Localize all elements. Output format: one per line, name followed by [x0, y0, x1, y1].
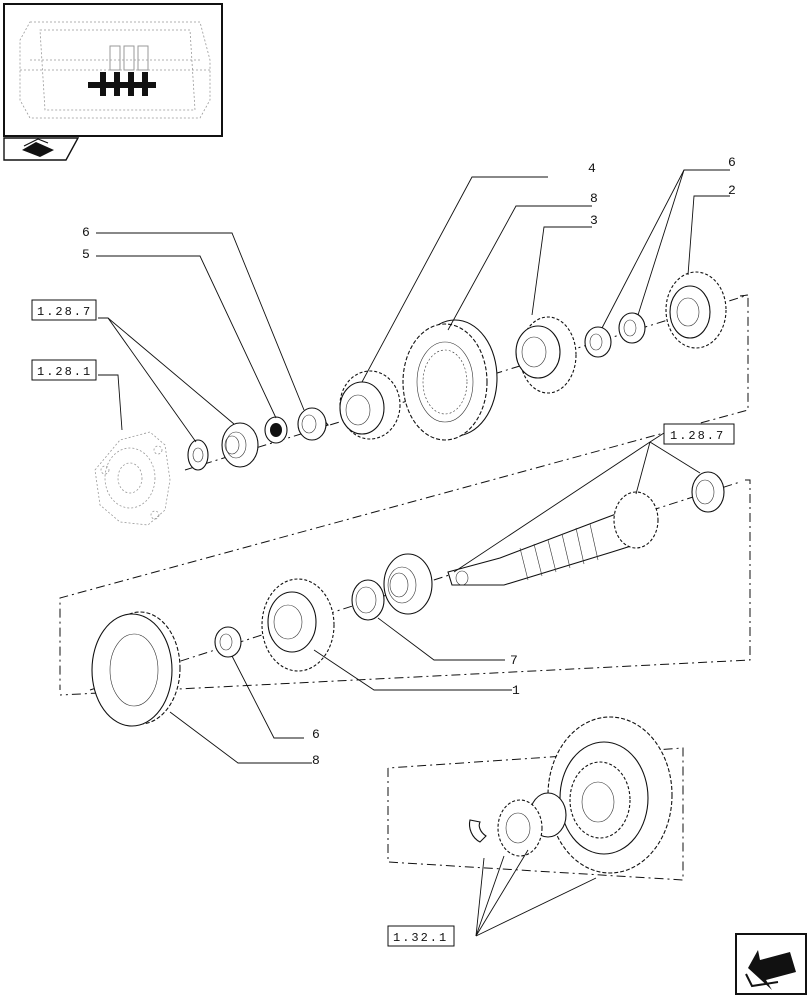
part-1-gear — [261, 578, 335, 672]
callout-1: 1 — [512, 683, 520, 698]
nut — [187, 439, 209, 471]
reference-box-1-28-7-lower[interactable]: 1.28.7 — [663, 423, 735, 445]
lower-shaft-axis — [59, 479, 751, 696]
callout-3: 3 — [590, 213, 598, 228]
reference-box-1-32-1[interactable]: 1.32.1 — [387, 925, 455, 947]
countershaft-gear-cluster — [468, 716, 673, 874]
svg-text:1.28.7: 1.28.7 — [670, 429, 725, 443]
bearing-left — [221, 422, 259, 468]
book-icon[interactable] — [3, 137, 80, 161]
bearing-right — [691, 471, 725, 513]
bearing-lower — [383, 553, 433, 615]
part-2-gear — [665, 271, 727, 349]
callout-6-right: 6 — [728, 155, 736, 170]
svg-text:1.28.7: 1.28.7 — [37, 305, 92, 319]
reference-box-1-28-1[interactable]: 1.28.1 — [31, 359, 97, 381]
housing-cover — [94, 431, 171, 526]
part-8-synchro-sleeve-a — [402, 319, 498, 441]
callout-6-lower: 6 — [312, 727, 320, 742]
callout-6-left: 6 — [82, 225, 90, 240]
countershaft-outline — [387, 747, 684, 881]
callout-2: 2 — [728, 183, 736, 198]
leader-lines — [96, 169, 730, 937]
part-8-synchro-sleeve-b — [91, 611, 181, 727]
callout-5: 5 — [82, 247, 90, 262]
callout-4: 4 — [588, 161, 596, 176]
part-6-bushing-a — [297, 407, 329, 441]
part-3-gear — [515, 316, 577, 394]
svg-text:1.32.1: 1.32.1 — [393, 931, 448, 945]
main-shaft — [447, 491, 659, 586]
svg-text:1.28.1: 1.28.1 — [37, 365, 92, 379]
callout-7: 7 — [510, 653, 518, 668]
reference-box-1-28-7-upper[interactable]: 1.28.7 — [31, 299, 97, 321]
next-page-arrow-icon[interactable] — [735, 933, 807, 995]
part-6-bushing-b — [584, 326, 612, 358]
part-5-ring — [264, 416, 288, 444]
callout-8-lower: 8 — [312, 753, 320, 768]
callout-8-upper: 8 — [590, 191, 598, 206]
part-6-bushing-c — [618, 312, 646, 344]
part-4-gear — [339, 370, 401, 440]
part-7-spacer — [351, 579, 385, 621]
transmission-thumbnail-icon[interactable] — [3, 3, 223, 137]
part-6-bushing-d — [214, 626, 242, 658]
